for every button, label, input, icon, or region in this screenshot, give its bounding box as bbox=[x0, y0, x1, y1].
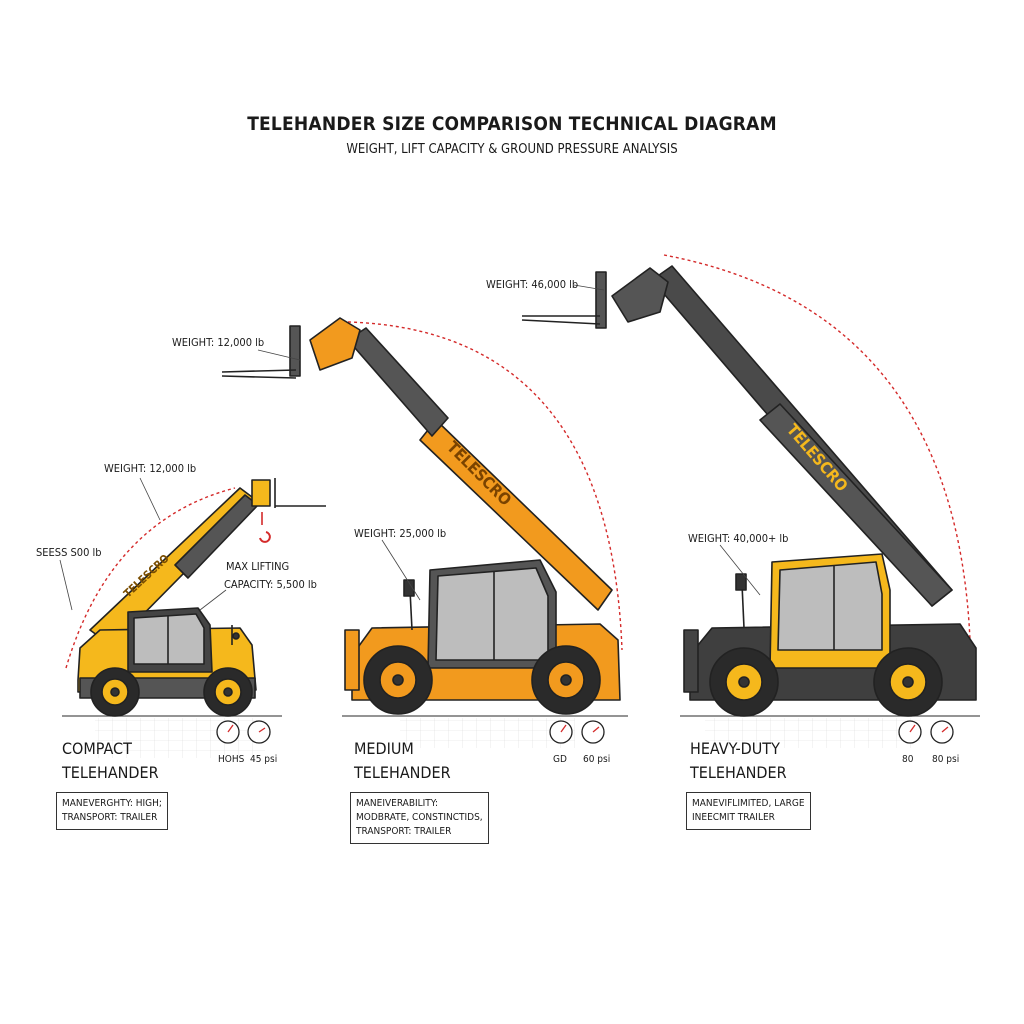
compact-gauge-left-label: HOHS bbox=[218, 754, 245, 765]
compact-telehander: TELESCRO bbox=[65, 478, 326, 717]
heavy-name: HEAVY-DUTY TELEHANDER bbox=[690, 737, 787, 785]
compact-info-box: MANEVERGHTY: HIGH; TRANSPORT: TRAILER bbox=[56, 792, 168, 830]
compact-name-line1: COMPACT bbox=[62, 739, 132, 758]
heavy-info-line2: INEECMIT TRAILER bbox=[692, 812, 775, 823]
compact-weight-side-label: SEESS S00 lb bbox=[36, 546, 102, 559]
medium-name: MEDIUM TELEHANDER bbox=[354, 737, 451, 785]
compact-info-line1: MANEVERGHTY: HIGH; bbox=[62, 798, 162, 809]
heavy-telehander: TELESCRO bbox=[521, 254, 977, 717]
diagram-subtitle: WEIGHT, LIFT CAPACITY & GROUND PRESSURE … bbox=[346, 142, 678, 157]
compact-gauge-right-label: 45 psi bbox=[250, 754, 278, 765]
medium-info-line1: MANEIVERABILITY: bbox=[356, 798, 438, 809]
compact-info-line2: TRANSPORT: TRAILER bbox=[62, 812, 158, 823]
medium-gauge-right-label: 60 psi bbox=[583, 754, 611, 765]
heavy-gauge-right-label: 80 psi bbox=[932, 754, 960, 765]
medium-weight-body-label: WEIGHT: 25,000 lb bbox=[354, 527, 447, 540]
leader-lines bbox=[59, 284, 761, 611]
heavy-info-line1: MANEVIFLIMITED, LARGE bbox=[692, 798, 805, 809]
heavy-name-line2: TELEHANDER bbox=[690, 763, 787, 782]
compact-name: COMPACT TELEHANDER bbox=[62, 737, 159, 785]
heavy-weight-top-label: WEIGHT: 46,000 lb bbox=[486, 278, 579, 291]
pressure-gauges bbox=[216, 720, 954, 744]
medium-info-box: MANEIVERABILITY: MODBRATE, CONSTINCTIDS,… bbox=[350, 792, 489, 844]
medium-gauge-left-label: GD bbox=[553, 754, 567, 765]
medium-info-line2: MODBRATE, CONSTINCTIDS, bbox=[356, 812, 483, 823]
medium-weight-top-label: WEIGHT: 12,000 lb bbox=[172, 336, 265, 349]
compact-capacity-label-1: MAX LIFTING bbox=[226, 560, 290, 573]
medium-telehander: TELESCRO bbox=[221, 317, 623, 715]
medium-name-line1: MEDIUM bbox=[354, 739, 414, 758]
diagram-title: TELEHANDER SIZE COMPARISON TECHNICAL DIA… bbox=[247, 113, 777, 135]
heavy-info-box: MANEVIFLIMITED, LARGE INEECMIT TRAILER bbox=[686, 792, 811, 830]
medium-info-line3: TRANSPORT: TRAILER bbox=[356, 826, 452, 837]
medium-name-line2: TELEHANDER bbox=[354, 763, 451, 782]
heavy-gauge-left-label: 80 bbox=[902, 754, 914, 765]
heavy-weight-body-label: WEIGHT: 40,000+ lb bbox=[688, 532, 789, 545]
compact-capacity-label-2: CAPACITY: 5,500 lb bbox=[224, 578, 317, 591]
heavy-name-line1: HEAVY-DUTY bbox=[690, 739, 780, 758]
compact-name-line2: TELEHANDER bbox=[62, 763, 159, 782]
compact-weight-top-label: WEIGHT: 12,000 lb bbox=[104, 462, 197, 475]
heavy-boom-brand: TELESCRO bbox=[783, 420, 852, 495]
